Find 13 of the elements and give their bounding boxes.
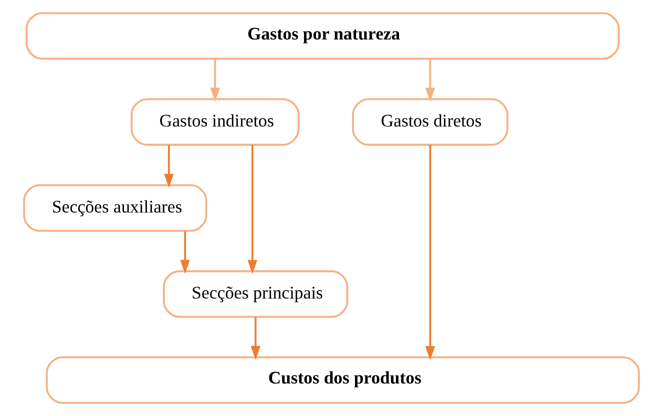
node-box: Gastos indiretos	[130, 98, 300, 146]
arrow	[424, 144, 435, 360]
arrow	[180, 231, 190, 274]
arrow	[210, 58, 220, 102]
node-box: Secções principais	[162, 270, 348, 318]
node-box: Gastos por natureza	[25, 12, 620, 60]
arrow	[424, 58, 435, 102]
arrow	[164, 145, 174, 188]
arrow	[247, 144, 257, 274]
node-box: Custos dos produtos	[45, 356, 640, 404]
arrow	[250, 317, 260, 360]
node-box: Secções auxiliares	[22, 184, 207, 232]
node-box: Gastos diretos	[352, 98, 508, 146]
